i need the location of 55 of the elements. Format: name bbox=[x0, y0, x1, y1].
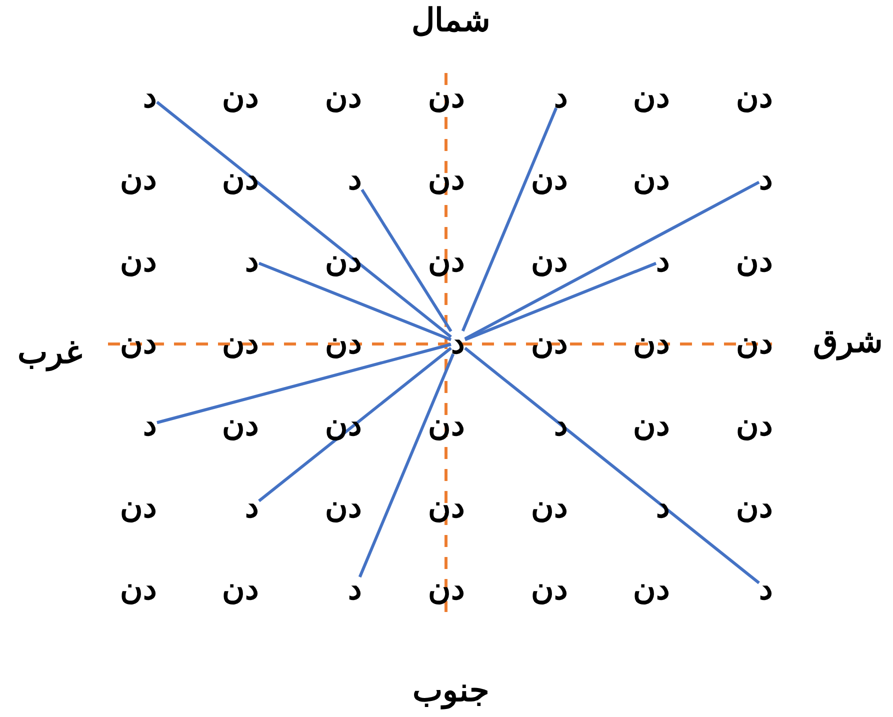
grid-word: دن bbox=[428, 81, 465, 112]
grid-word: دن bbox=[428, 491, 465, 522]
grid-word: د bbox=[245, 245, 259, 276]
grid-word: دن bbox=[120, 327, 157, 358]
grid-word: دن bbox=[325, 245, 362, 276]
grid-word: دن bbox=[428, 573, 465, 604]
grid-word: دن bbox=[120, 163, 157, 194]
grid-word: د bbox=[759, 573, 773, 604]
connector-line bbox=[358, 353, 455, 578]
grid-word: دن bbox=[531, 491, 568, 522]
grid-word: دن bbox=[633, 409, 670, 440]
grid-word: دن bbox=[325, 491, 362, 522]
grid-word: دن bbox=[222, 81, 259, 112]
grid-word: دن bbox=[222, 573, 259, 604]
grid-word: دن bbox=[222, 327, 259, 358]
grid-word: دن bbox=[736, 245, 773, 276]
grid-word: د bbox=[451, 327, 465, 358]
grid-word: دن bbox=[222, 163, 259, 194]
connector-line bbox=[258, 346, 452, 502]
grid-word: دن bbox=[531, 573, 568, 604]
grid-word: دن bbox=[736, 409, 773, 440]
direction-label: شمال bbox=[412, 4, 490, 36]
grid-word: دن bbox=[120, 573, 157, 604]
grid-word: دن bbox=[633, 81, 670, 112]
grid-word: دن bbox=[531, 163, 568, 194]
grid-word: دن bbox=[222, 409, 259, 440]
connector-line bbox=[156, 342, 452, 424]
grid-word: دن bbox=[325, 81, 362, 112]
grid-word: دن bbox=[428, 163, 465, 194]
grid-word: د bbox=[245, 491, 259, 522]
connector-line bbox=[258, 262, 452, 342]
grid-word: دن bbox=[120, 491, 157, 522]
connector-line bbox=[464, 262, 657, 342]
grid-word: دن bbox=[531, 245, 568, 276]
grid-word: د bbox=[656, 245, 670, 276]
grid-word: د bbox=[759, 163, 773, 194]
grid-word: د bbox=[143, 81, 157, 112]
grid-word: دن bbox=[633, 163, 670, 194]
grid-word: دن bbox=[120, 245, 157, 276]
grid-word: د bbox=[348, 573, 362, 604]
connector-line bbox=[461, 107, 558, 332]
connector-line bbox=[360, 188, 452, 332]
connector-line bbox=[464, 346, 760, 584]
grid-word: دن bbox=[736, 327, 773, 358]
grid-word: دن bbox=[736, 81, 773, 112]
grid-word: دن bbox=[633, 573, 670, 604]
connector-line bbox=[156, 100, 452, 338]
grid-word: دن bbox=[736, 491, 773, 522]
grid-word: دن bbox=[428, 245, 465, 276]
connector-line bbox=[464, 180, 760, 340]
grid-word: دن bbox=[428, 409, 465, 440]
grid-word: د bbox=[348, 163, 362, 194]
grid-word: دن bbox=[531, 327, 568, 358]
grid-word: د bbox=[554, 81, 568, 112]
grid-word: د bbox=[143, 409, 157, 440]
